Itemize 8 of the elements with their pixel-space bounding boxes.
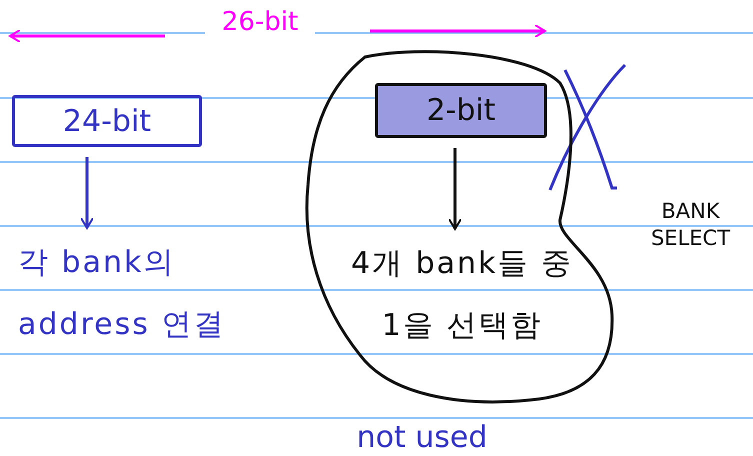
note-text: 4개 bank들 중 1을 선택함 [342,233,582,363]
arrow [80,157,94,229]
bit-field-box: 2-bit [375,83,547,138]
note-text: not used [356,419,488,456]
note-text: 각 bank의 address 연결 [18,232,278,357]
bit-field-box: 24-bit [12,95,202,147]
arrow [448,148,462,230]
side-note: BANK SELECT [650,198,732,252]
